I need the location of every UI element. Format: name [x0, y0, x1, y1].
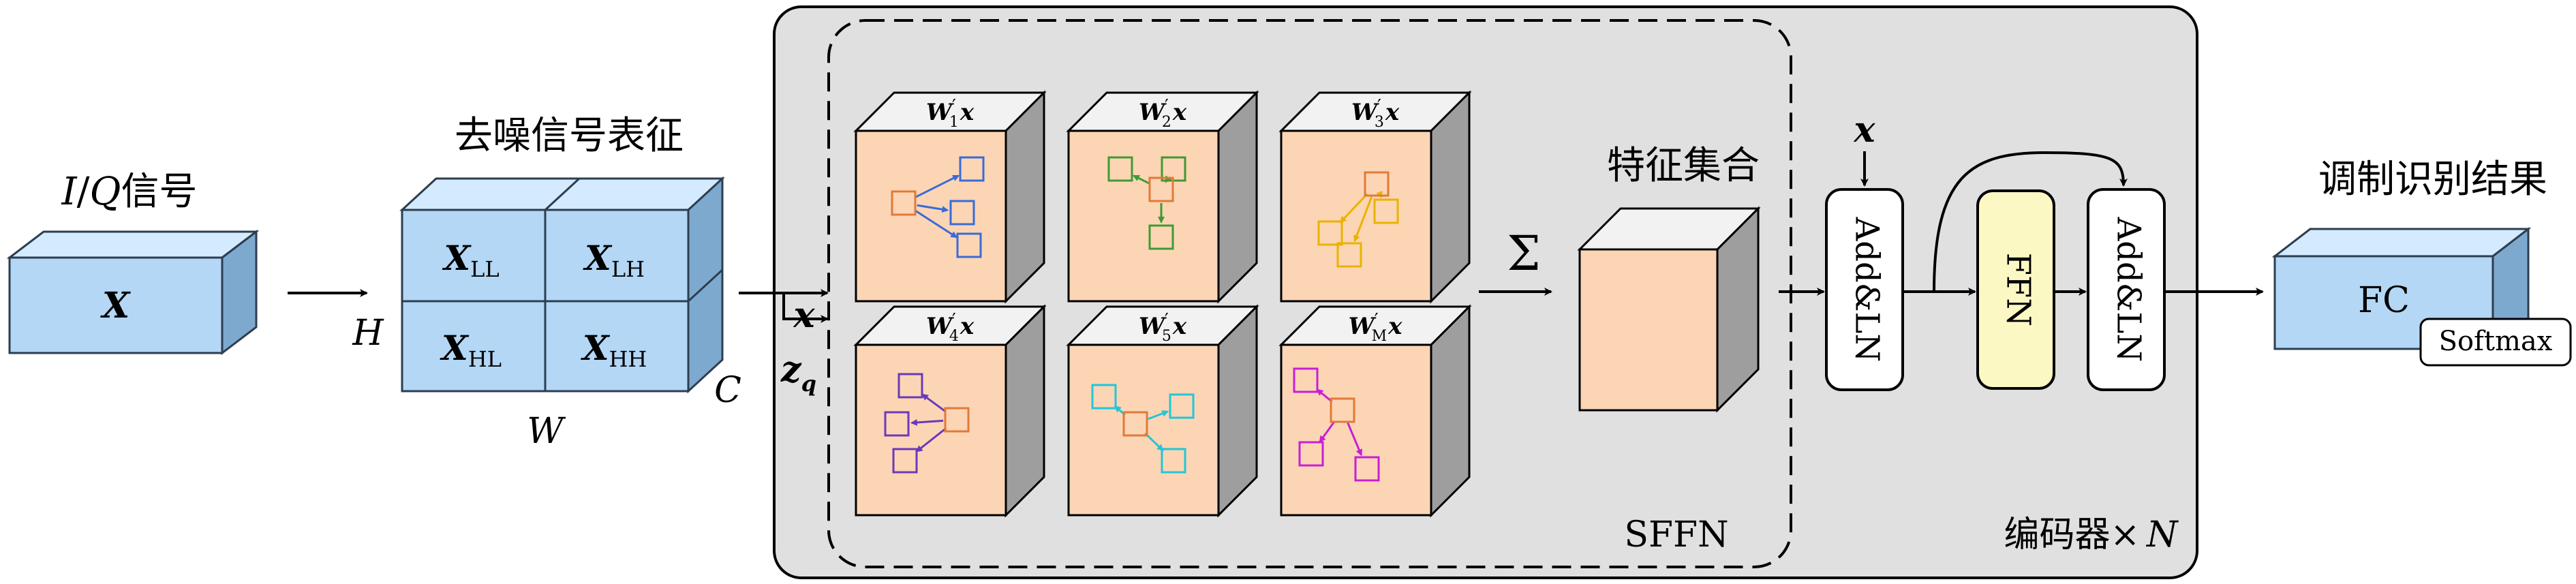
expert-cube-front: [1280, 129, 1432, 303]
edge: [1319, 420, 1336, 443]
graph-node: [956, 232, 982, 258]
denoise-title: 去噪信号表征: [455, 114, 684, 158]
expert-label: W′1x: [926, 96, 975, 131]
cell-XLH: XLH: [583, 238, 645, 282]
denoise-representation-block: 去噪信号表征 XLL XLH XHL XHH W C: [399, 114, 741, 452]
sffn-expert-cubes: W′1x W′2x W′3xW′4x W′5x W′Mx: [853, 90, 1472, 518]
svg-text:XLH: XLH: [583, 238, 645, 282]
expert-label: W′3x: [1351, 96, 1400, 131]
graph-center-node: [1364, 171, 1390, 197]
expert-label: W′4x: [926, 310, 975, 345]
expert-cube-5: W′5x: [1066, 304, 1259, 518]
edge: [1132, 174, 1150, 185]
input-symbol: X: [100, 285, 132, 326]
feature-set-block: 特征集合: [1577, 144, 1761, 413]
input-title: I/Q信号: [61, 170, 198, 214]
feature-set-cube: [1578, 248, 1719, 412]
add-ln-2-label: Add&LN: [2110, 217, 2148, 363]
graph-node: [949, 200, 975, 226]
edge: [910, 418, 944, 426]
graph-center-node: [1330, 397, 1355, 423]
add-ln-1-box: [1825, 188, 1904, 391]
expert-cube-4: W′4x: [853, 304, 1047, 518]
encoder-x-label: x: [1853, 109, 1875, 151]
output-block: 调制识别结果 FC Softmax: [2271, 157, 2572, 367]
edge: [914, 209, 958, 239]
fc-label: FC: [2358, 280, 2410, 321]
add-ln-1-label: Add&LN: [1848, 217, 1886, 363]
sum-symbol: Σ: [1507, 226, 1541, 281]
edge: [1148, 410, 1169, 420]
edge: [915, 174, 960, 198]
cell-XLL: XLL: [442, 238, 499, 282]
expert-cube-front: [855, 343, 1007, 517]
graph-node: [1354, 456, 1380, 482]
graph-node: [1298, 441, 1324, 467]
input-signal-block: I/Q信号 X: [6, 170, 260, 356]
graph-center-node: [891, 190, 917, 216]
graph-node: [1107, 156, 1133, 182]
label-W: W: [527, 411, 566, 452]
graph-node: [959, 156, 985, 182]
cell-XHH: XHH: [581, 328, 647, 372]
svg-text:XHH: XHH: [581, 328, 647, 372]
edge: [921, 393, 947, 413]
edge: [1353, 196, 1373, 243]
label-x-in: x: [793, 294, 815, 336]
graph-node: [1091, 384, 1117, 410]
sffn-block: [827, 19, 1792, 568]
expert-cube-3: W′3x: [1278, 90, 1472, 304]
graph-node: [1169, 393, 1195, 419]
sffn-label: SFFN: [1624, 514, 1728, 555]
edge: [1144, 432, 1164, 452]
svg-text:XHL: XHL: [440, 328, 502, 372]
graph-center-node: [944, 407, 970, 433]
graph-node: [892, 448, 918, 474]
encoder-label: 编码器×N: [2004, 514, 2179, 555]
arrow-denoise-to-sffn: [739, 292, 829, 323]
add-ln-2-box: [2087, 188, 2166, 391]
ffn-box: [1976, 189, 2055, 390]
graph-node: [1293, 367, 1319, 393]
graph-node: [898, 373, 923, 399]
softmax-label: Softmax: [2439, 326, 2553, 357]
expert-cube-front: [855, 129, 1007, 303]
graph-node: [1336, 242, 1362, 268]
label-zq: zq: [780, 349, 816, 397]
residual-connection: [1933, 151, 2128, 292]
edge: [1347, 422, 1363, 457]
expert-cube-1: W′1x: [853, 90, 1047, 304]
input-cube-front: [8, 256, 224, 354]
label-C: C: [714, 370, 741, 411]
edge: [1316, 388, 1333, 403]
expert-label: W′5x: [1139, 310, 1187, 345]
feature-set-title: 特征集合: [1607, 144, 1760, 188]
edge: [917, 204, 949, 213]
edge: [915, 427, 947, 452]
expert-cube-6: W′Mx: [1278, 304, 1472, 518]
svg-text:XLL: XLL: [442, 238, 499, 282]
expert-cube-front: [1067, 129, 1220, 303]
cell-XHL: XHL: [440, 328, 502, 372]
expert-label: W′2x: [1139, 96, 1187, 131]
expert-cube-2: W′2x: [1066, 90, 1259, 304]
softmax-box: [2419, 318, 2572, 367]
graph-node: [1148, 224, 1174, 250]
graph-node: [1317, 220, 1343, 246]
graph-node: [884, 411, 910, 437]
output-title: 调制识别结果: [2318, 157, 2547, 202]
graph-center-node: [1122, 411, 1148, 437]
expert-cube-front: [1067, 343, 1220, 517]
graph-node: [1373, 198, 1399, 224]
edge: [1339, 193, 1368, 224]
label-H: H: [352, 313, 384, 354]
ffn-label: FFN: [1999, 253, 2038, 327]
expert-cube-front: [1280, 343, 1432, 517]
graph-center-node: [1148, 176, 1174, 202]
expert-label: W′Mx: [1349, 310, 1403, 345]
graph-node: [1161, 448, 1186, 474]
